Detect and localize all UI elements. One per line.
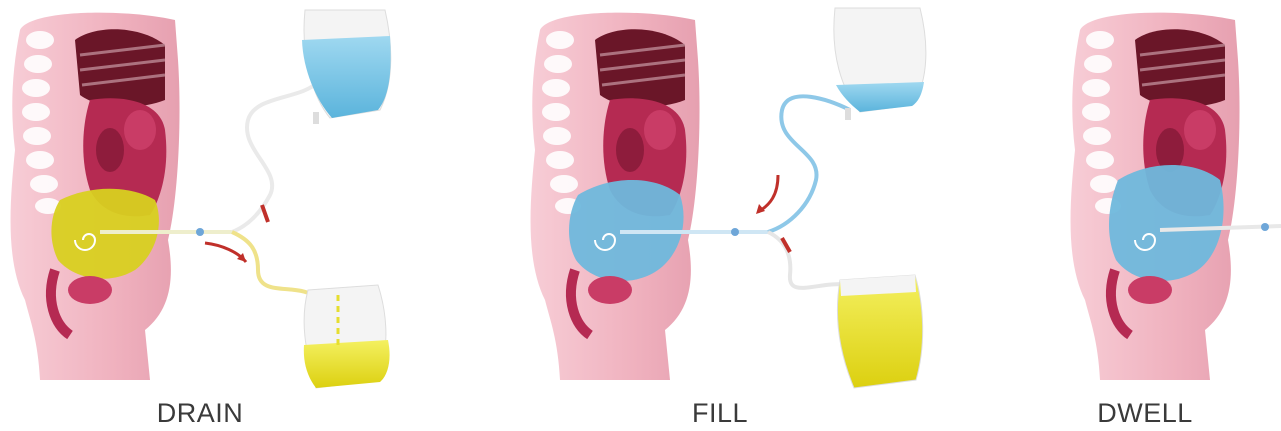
drain-illustration [0,0,430,395]
drain-bag [837,275,922,388]
tube-to-drain-bag [232,232,320,300]
caption-fill: FILL [620,396,820,430]
fill-illustration [520,0,950,395]
tube-to-fresh-bag [232,82,318,232]
panel-dwell [1060,0,1281,431]
dwell-illustration [1060,0,1281,395]
drain-bag [304,285,390,388]
tube-from-fresh-bag [768,96,850,232]
panel-fill [520,0,950,431]
panel-drain [0,0,430,431]
tube-to-drain-bag [768,232,850,288]
clamp-icon [262,205,268,222]
fresh-dialysate-bag [834,8,926,120]
caption-drain: DRAIN [100,396,300,430]
fresh-dialysate-bag [302,10,391,124]
caption-dwell: DWELL [1060,396,1230,430]
